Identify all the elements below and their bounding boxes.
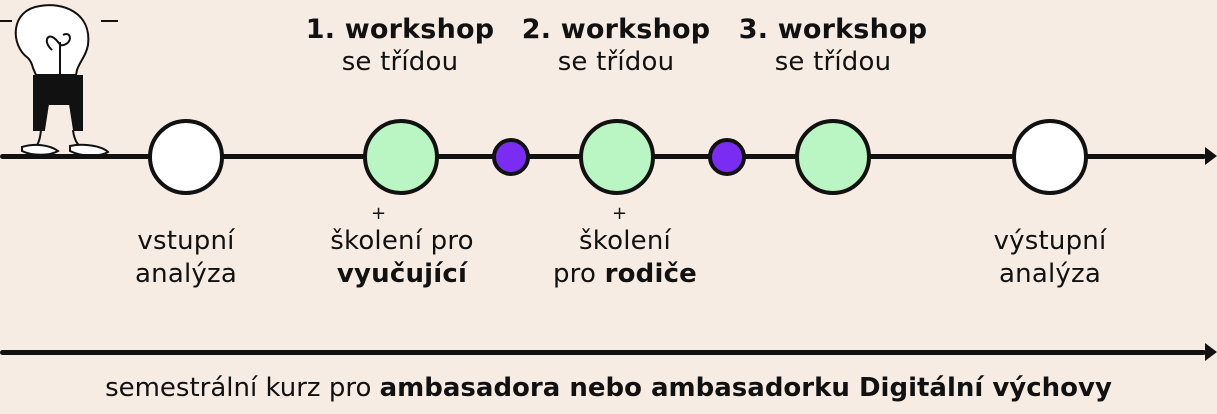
entry-analysis-label: vstupní analýza [96, 225, 276, 290]
node-workshop-3 [795, 119, 871, 195]
parent-training-plus: + [612, 203, 628, 224]
workshop-2-label: 2. workshop se třídou [516, 14, 716, 80]
parent-training-line1: školení [579, 226, 671, 256]
node-teacher-training [492, 138, 530, 176]
teacher-training-label: školení pro vyučující [302, 225, 502, 290]
node-parent-training [708, 138, 746, 176]
lightbulb-character-icon [0, 0, 125, 160]
entry-analysis-line2: analýza [135, 258, 237, 289]
teacher-training-plus: + [371, 203, 387, 224]
workshop-3-label: 3. workshop se třídou [733, 14, 933, 80]
course-caption: semestrální kurz pro ambasadora nebo amb… [0, 373, 1217, 404]
parent-training-line2: pro rodiče [525, 258, 725, 291]
node-workshop-1 [363, 119, 439, 195]
exit-analysis-label: výstupní analýza [960, 225, 1140, 290]
course-caption-prefix: semestrální kurz pro [105, 373, 380, 403]
workshop-1-title: 1. workshop [305, 14, 495, 45]
course-timeline-line [0, 350, 1206, 355]
workshop-2-title: 2. workshop [521, 14, 711, 45]
workshop-3-title: 3. workshop [738, 14, 928, 45]
workshop-3-subtitle: se třídou [774, 47, 892, 78]
node-entry-analysis [148, 119, 224, 195]
workshop-1-label: 1. workshop se třídou [300, 14, 500, 80]
workshop-1-subtitle: se třídou [341, 47, 459, 78]
parent-training-line2-bold: rodiče [604, 258, 698, 289]
node-workshop-2 [579, 119, 655, 195]
node-exit-analysis [1012, 119, 1088, 195]
parent-training-line2-prefix: pro [552, 258, 605, 289]
main-timeline-arrowhead-icon [1205, 147, 1217, 165]
course-timeline-arrowhead-icon [1205, 343, 1217, 361]
lightbulb-character-svg [0, 4, 118, 157]
exit-analysis-line1: výstupní [993, 226, 1107, 256]
exit-analysis-line2: analýza [999, 258, 1101, 289]
teacher-training-line2: vyučující [336, 258, 468, 289]
teacher-training-line1: školení pro [330, 226, 474, 256]
entry-analysis-line1: vstupní [137, 226, 235, 256]
workshop-2-subtitle: se třídou [557, 47, 675, 78]
course-caption-bold: ambasadora nebo ambasadorku Digitální vý… [379, 373, 1112, 403]
parent-training-label: školení pro rodiče [525, 225, 725, 290]
